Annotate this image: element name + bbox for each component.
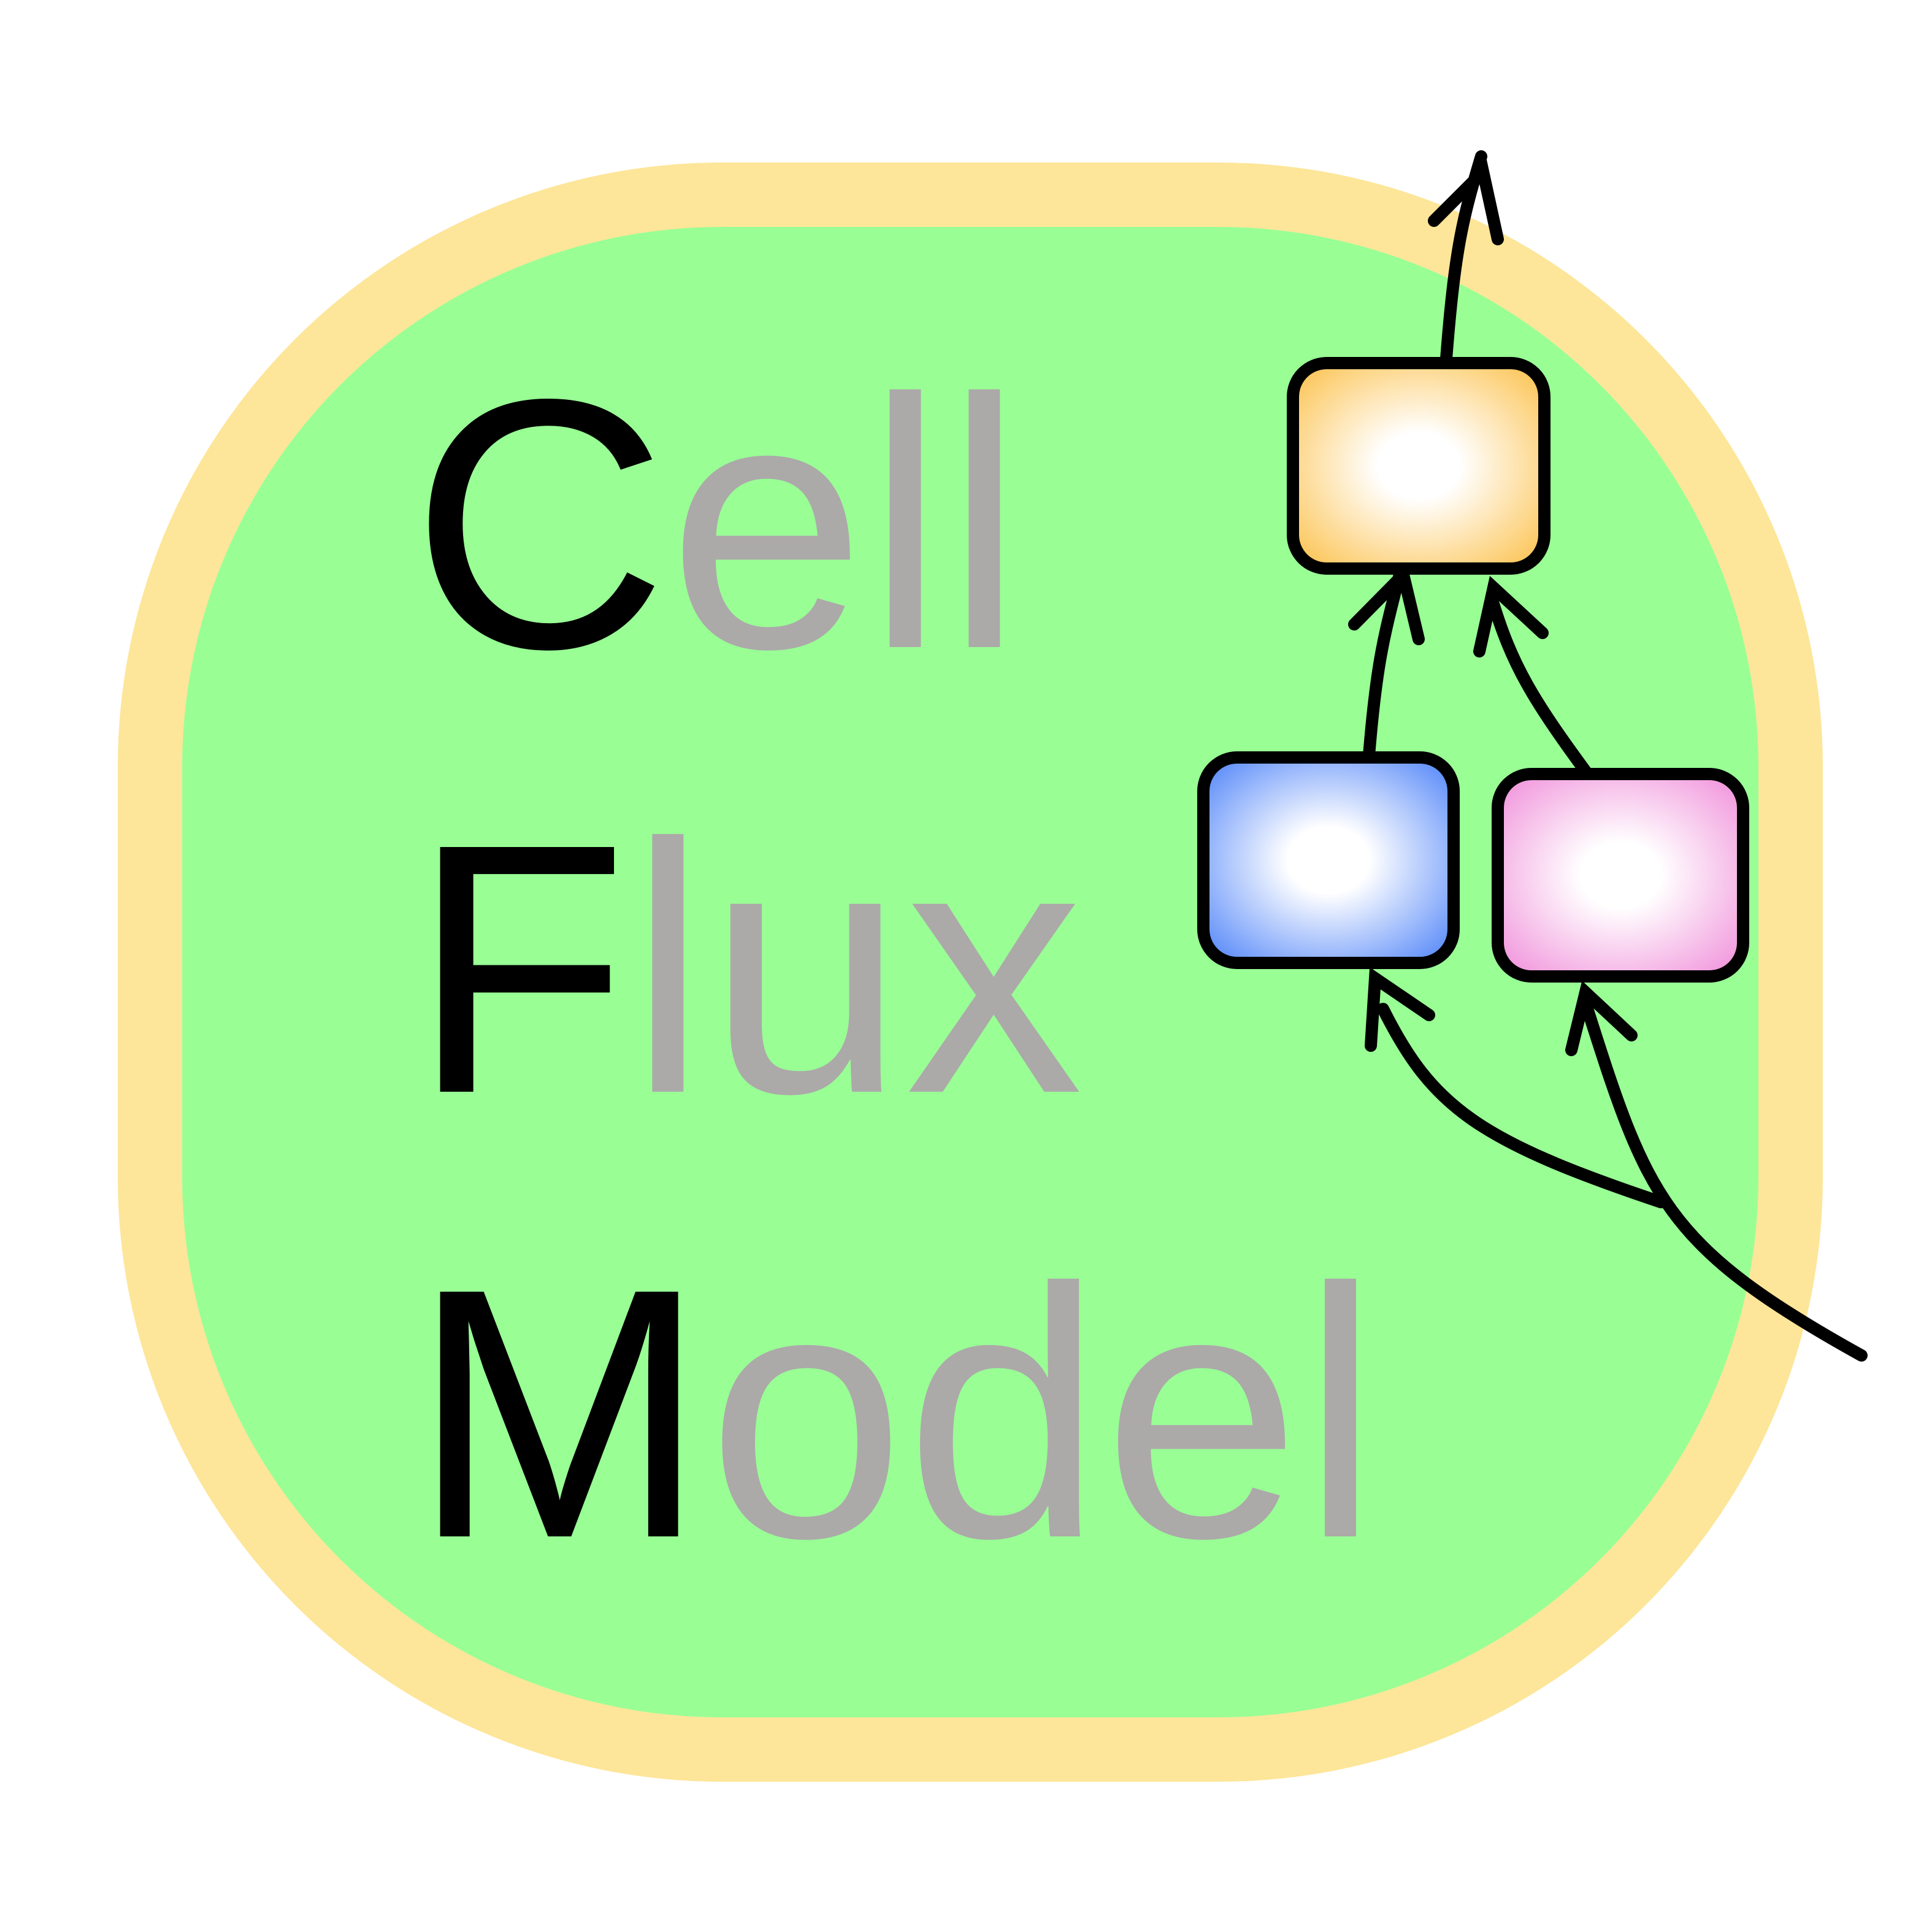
cell-interior: [182, 227, 1758, 1717]
word-flux-rest: lux: [628, 770, 1083, 1167]
word-cell-initial: C: [411, 325, 668, 723]
word-flux: Flux: [411, 770, 1083, 1167]
input-to-right-arrowhead: [1565, 981, 1638, 1056]
left-node: [1197, 751, 1460, 969]
word-flux-initial: F: [411, 770, 628, 1167]
input-to-left-arrowhead: [1365, 967, 1435, 1052]
input-to-left-arrow: [1377, 1003, 1667, 1208]
word-model-initial: M: [411, 1214, 707, 1612]
output-arrowhead: [1428, 159, 1504, 245]
flux-arrows: [1348, 150, 1868, 1362]
input-to-right-arrow: [1579, 997, 1868, 1362]
word-model-rest: odel: [707, 1214, 1380, 1612]
word-cell: Cell: [411, 325, 1024, 723]
right-node: [1492, 768, 1749, 983]
word-model: Model: [411, 1214, 1380, 1612]
word-cell-rest: ell: [668, 325, 1024, 723]
right-to-top-arrow: [1485, 592, 1600, 788]
right-to-top-arrowhead: [1473, 575, 1549, 657]
top-node: [1287, 357, 1551, 575]
